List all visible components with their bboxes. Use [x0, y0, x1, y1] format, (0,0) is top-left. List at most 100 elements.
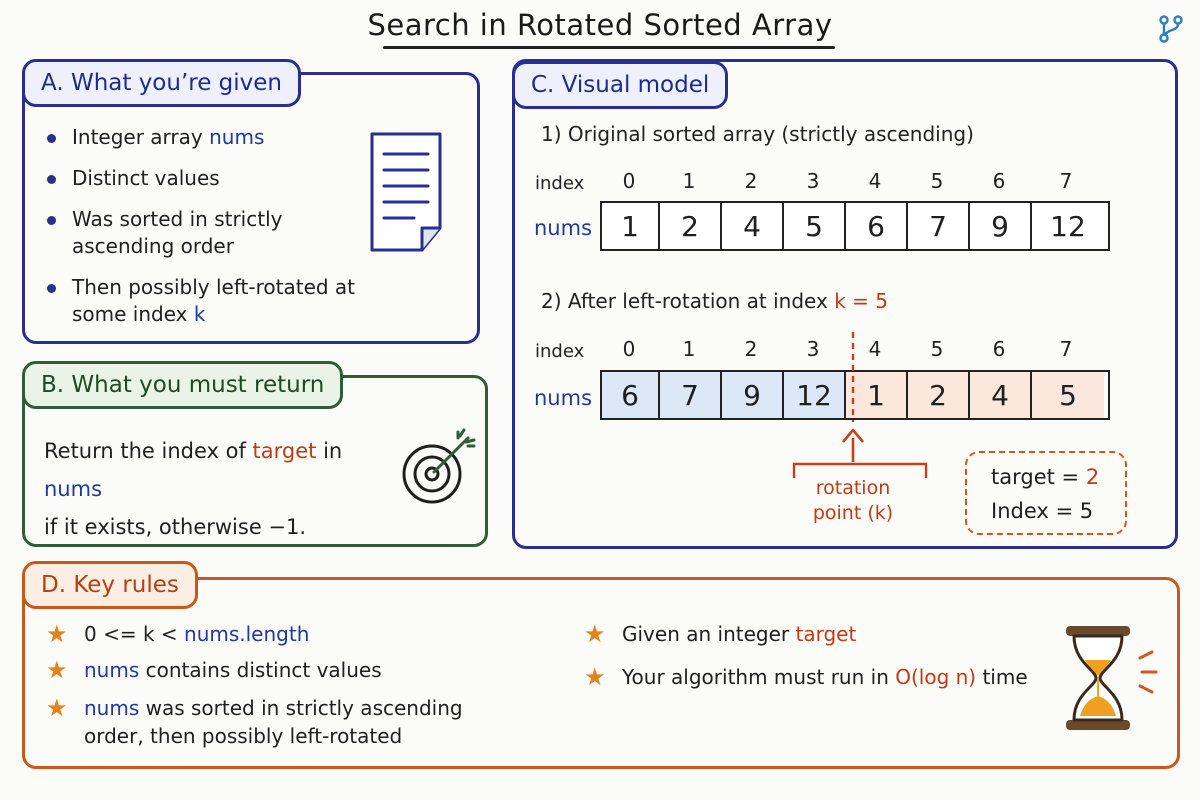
rule-item: ★ 0 <= k < nums.length: [46, 620, 506, 648]
given-heading: A. What you’re given: [22, 59, 302, 107]
rule-item: ★ Given an integer target: [584, 620, 1044, 648]
rotation-marker: [792, 332, 928, 478]
rule-text: Your algorithm must run in: [622, 665, 896, 689]
rule-text: 0 <= k <: [84, 622, 185, 646]
array-cell: 2: [660, 203, 722, 249]
index-number: 1: [682, 169, 696, 193]
visual-model-panel: [512, 59, 1178, 549]
array-cell: 9: [970, 203, 1032, 249]
rule-text: contains distinct values: [139, 658, 382, 682]
array-cell: 6: [602, 372, 660, 418]
index-label-1: index: [535, 173, 585, 194]
star-icon: ★: [584, 620, 606, 648]
return-text-2: in: [316, 439, 343, 463]
title-underline: [383, 46, 835, 49]
rule-text: nums: [84, 658, 140, 682]
given-item-text: Integer array: [72, 125, 210, 149]
index-number: 5: [930, 169, 944, 193]
given-item-code: nums: [209, 125, 265, 149]
array-cell: 12: [1032, 203, 1104, 249]
rule-item: ★nums was sorted in strictly ascending o…: [46, 694, 506, 750]
index-number: 7: [1059, 169, 1073, 193]
bullet-dot: [47, 134, 56, 143]
return-text-1: Return the index of: [44, 439, 253, 463]
star-icon: ★: [584, 663, 606, 691]
given-item: Then possibly left-rotated at some index…: [44, 274, 364, 328]
index-result-line: Index = 5: [991, 499, 1093, 523]
array-cell: 4: [722, 203, 784, 249]
given-item: Distinct values: [44, 165, 364, 192]
nums-label-2: nums: [534, 386, 593, 410]
array-cell: 5: [784, 203, 846, 249]
array-cell: 1: [846, 372, 908, 418]
rules-left-list: ★ 0 <= k < nums.length ★ nums contains dist…: [46, 620, 506, 750]
target-icon: [402, 428, 476, 504]
nums-label-1: nums: [534, 216, 593, 240]
array-cell: 7: [660, 372, 722, 418]
index-result-label: Index =: [991, 499, 1080, 523]
given-item-code: k: [193, 302, 206, 326]
rule-item: ★ Your algorithm must run in O(log n) tim…: [584, 663, 1044, 691]
rule-text: was sorted in strictly ascending order, …: [84, 696, 463, 748]
index-number: 0: [622, 337, 636, 361]
step2-prefix: 2) After left-rotation at index: [541, 289, 835, 313]
key-rules-heading: D. Key rules: [22, 561, 198, 609]
index-number: 5: [930, 337, 944, 361]
key-rules-panel: [22, 577, 1180, 769]
target-line: target = 2: [991, 465, 1099, 489]
git-branch-icon[interactable]: [1156, 14, 1186, 44]
step2-title: 2) After left-rotation at index k = 5: [541, 289, 888, 313]
rule-text: target: [795, 622, 857, 646]
array-cell: 2: [908, 372, 970, 418]
return-text-3: if it exists, otherwise −1.: [44, 515, 307, 539]
rule-text: Given an integer: [622, 622, 796, 646]
rules-right-list: ★ Given an integer target ★ Your algorithm …: [584, 620, 1044, 691]
rule-text: time: [976, 665, 1028, 689]
index-number: 6: [992, 169, 1006, 193]
index-number: 3: [806, 169, 820, 193]
target-result-box: target = 2 Index = 5: [965, 451, 1127, 535]
return-nums-word: nums: [44, 477, 103, 501]
array-cell: 9: [722, 372, 784, 418]
given-item-text: Then possibly left-rotated at some index: [72, 275, 356, 326]
given-item: Integer array nums: [44, 124, 364, 151]
return-description: Return the index of target in nums if it…: [44, 432, 404, 546]
index-number: 4: [868, 337, 882, 361]
array-cell: 7: [908, 203, 970, 249]
document-icon: [370, 132, 442, 252]
index-label-2: index: [535, 341, 585, 362]
return-target-word: target: [252, 439, 317, 463]
index-number: 6: [992, 337, 1006, 361]
rule-text: nums: [84, 696, 140, 720]
given-item-text: Was sorted in strictly ascending order: [72, 207, 283, 258]
index-number: 2: [744, 337, 758, 361]
rule-text: nums.length: [184, 622, 310, 646]
star-icon: ★: [46, 620, 68, 648]
return-heading: B. What you must return: [22, 361, 344, 409]
index-number: 0: [622, 169, 636, 193]
index-number: 3: [806, 337, 820, 361]
rule-text: O(log n): [895, 665, 977, 689]
bullet-dot: [47, 216, 56, 225]
rotation-point-label: rotation point (k): [780, 476, 926, 526]
array-cell: 4: [970, 372, 1032, 418]
target-value: 2: [1085, 465, 1100, 489]
array-cell: 1: [602, 203, 660, 249]
index-number: 2: [744, 169, 758, 193]
star-icon: ★: [46, 656, 68, 684]
rotation-label-1: rotation: [815, 477, 891, 499]
step1-title: 1) Original sorted array (strictly ascen…: [541, 122, 974, 146]
given-item: Was sorted in strictly ascending order: [44, 206, 364, 260]
bullet-dot: [47, 284, 56, 293]
rule-item: ★ nums contains distinct values: [46, 656, 506, 684]
given-item-text: Distinct values: [72, 166, 220, 190]
array-cell: 5: [1032, 372, 1104, 418]
index-number: 4: [868, 169, 882, 193]
index-number: 7: [1059, 337, 1073, 361]
rotation-label-2: point (k): [812, 502, 894, 524]
array-cell: 12: [784, 372, 846, 418]
step2-k: k = 5: [834, 289, 888, 313]
